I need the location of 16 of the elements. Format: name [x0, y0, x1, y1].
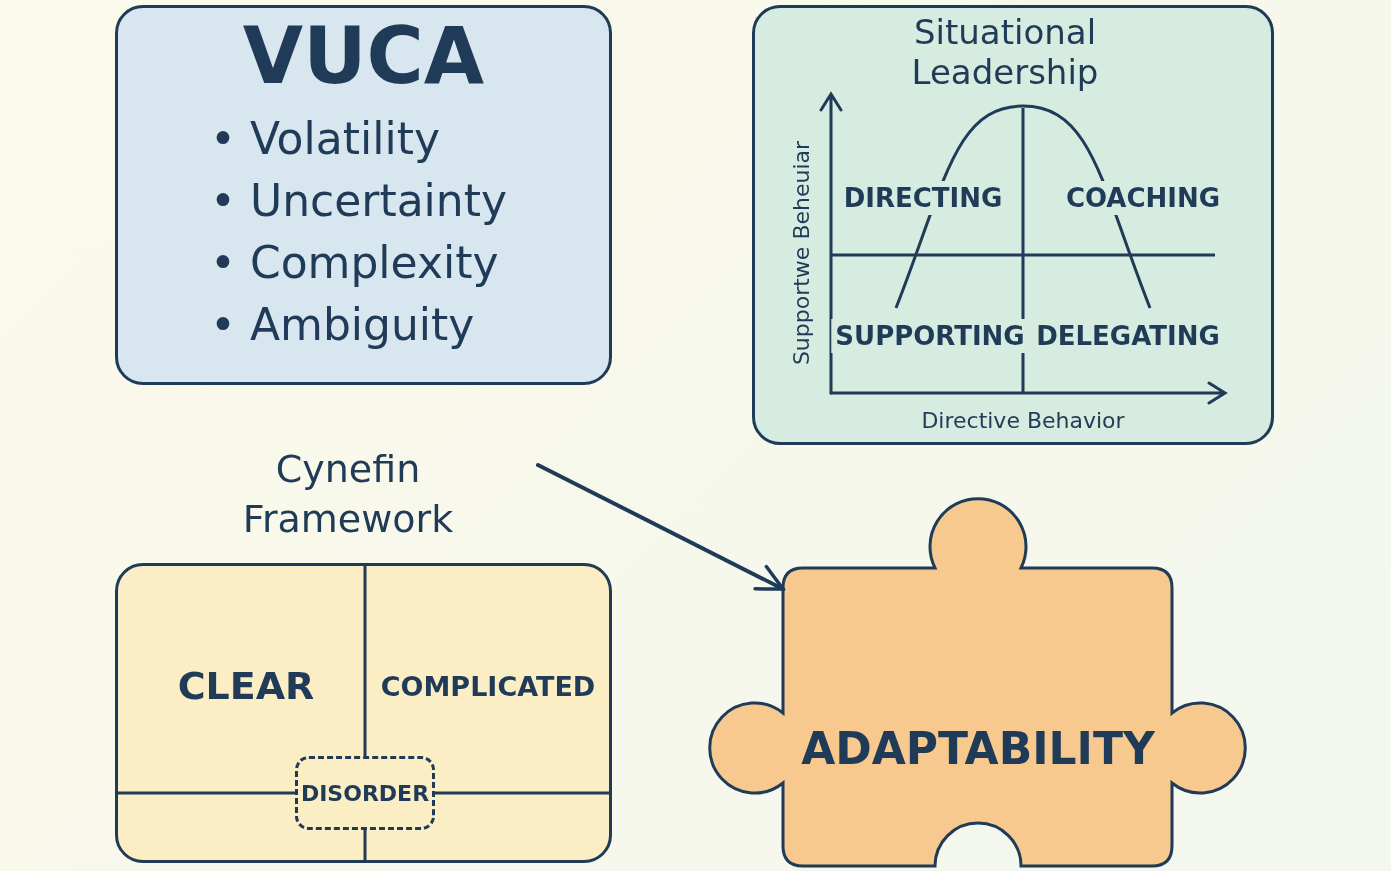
panel-title: Situational Leadership: [910, 12, 1100, 92]
quadrant-label: CLEAR: [173, 662, 319, 710]
axis-label: Directive Behavior: [921, 407, 1125, 433]
bullet-item: • Uncertainty: [210, 174, 507, 228]
bullet-item: • Volatility: [210, 112, 441, 166]
arrow: [536, 463, 785, 591]
bullet-item: • Ambiguity: [210, 298, 476, 352]
panel-title: Cynefin Framework: [241, 446, 455, 543]
quadrant-label: COMPLICATED: [376, 668, 600, 704]
dashed-box: DISORDER: [295, 756, 435, 830]
panel-card: [752, 5, 1274, 445]
axis-label: Supportwe Beheuiar: [788, 140, 814, 366]
puzzle-label: ADAPTABILITY: [801, 722, 1155, 774]
panel-title: VUCA: [241, 10, 486, 103]
bullet-item: • Complexity: [210, 236, 500, 290]
panel-card: [115, 5, 612, 385]
